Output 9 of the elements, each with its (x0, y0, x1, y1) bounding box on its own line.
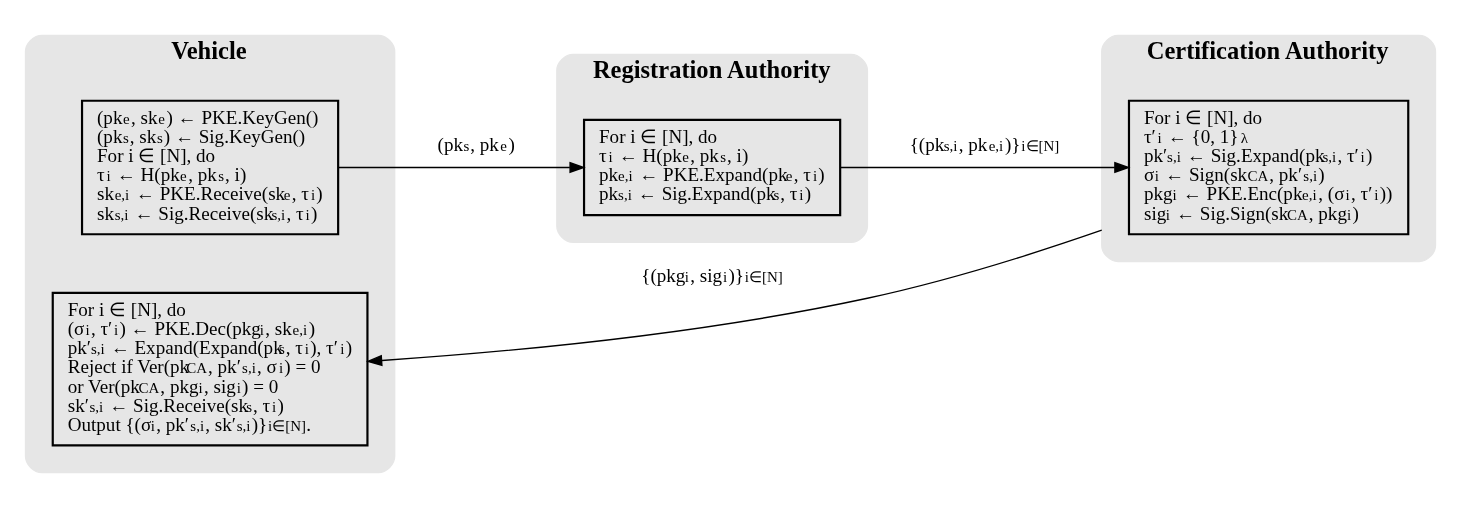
node-box: For i ∈ [N], do τi ← H(pke, pks, i) pke,i ← PKE.Expand(pke, τi) pks,i ← Sig.Expand(pks, τi) (582, 118, 842, 216)
arrow (365, 229, 1103, 366)
node-box: For i ∈ [N], do τ′i ← {0, 1}λ pk′s,i ← Sig.Expand(pks,i, τ′i) σi ← Sign(skCA, pk′s,i) pkgi ← PKE.Enc(pke,i, (σi, τ′i)) sigi ← Sig.Sign(skCA, pkgi) (1127, 99, 1410, 235)
arrow (839, 161, 1131, 173)
edge-label: {(pkgi, sigi)}i∈[N] (641, 264, 783, 286)
node-box: (pke, ske) ← PKE.KeyGen() (pks, sks) ← Sig.KeyGen() For i ∈ [N], do τi ← H(pke, pks, i) ske,i ← PKE.Receive(ske, τi) sks,i ← Sig.Receive(sks,i, τi) (80, 99, 340, 235)
edge-label: {(pks,i, pke,i)}i∈[N] (909, 133, 1060, 155)
edge-label: (pks, pke) (437, 133, 515, 155)
arrow (338, 161, 586, 173)
